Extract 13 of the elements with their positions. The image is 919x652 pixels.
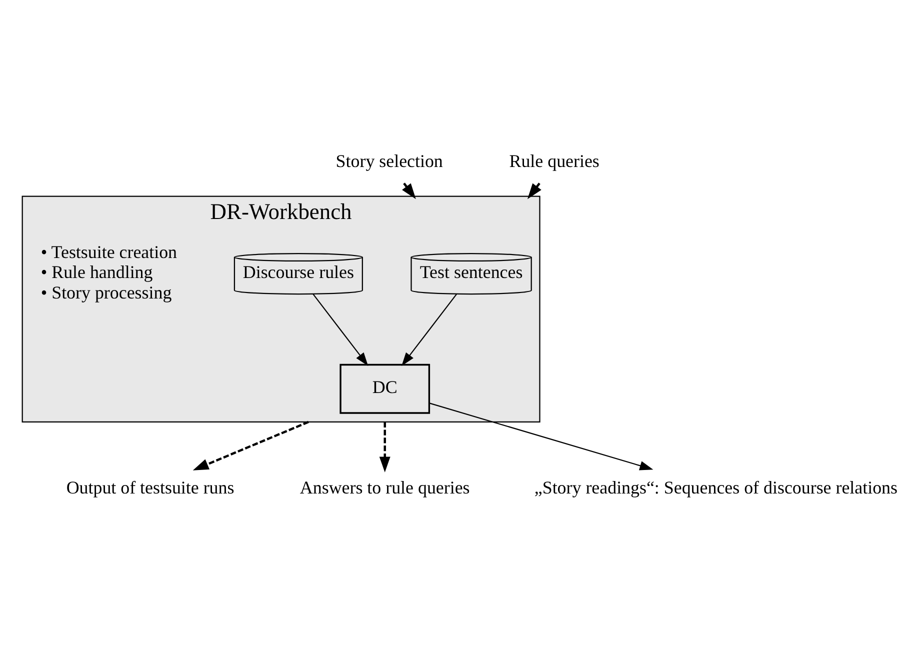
node-text: Story selection — [336, 150, 443, 171]
node-text: Output of testsuite runs — [66, 478, 234, 498]
arrow — [192, 420, 309, 470]
arrow — [402, 182, 416, 200]
arrow — [312, 294, 368, 366]
arrow — [402, 294, 458, 366]
node-text: Rule queries — [509, 150, 600, 171]
arrow — [527, 182, 542, 200]
node-text: „Story readings“: Sequences of discourse relations — [534, 478, 898, 498]
arrow — [379, 422, 390, 472]
arrow — [429, 402, 654, 470]
node-text: Answers to rule queries — [300, 478, 470, 498]
node-box: DC — [340, 364, 430, 414]
